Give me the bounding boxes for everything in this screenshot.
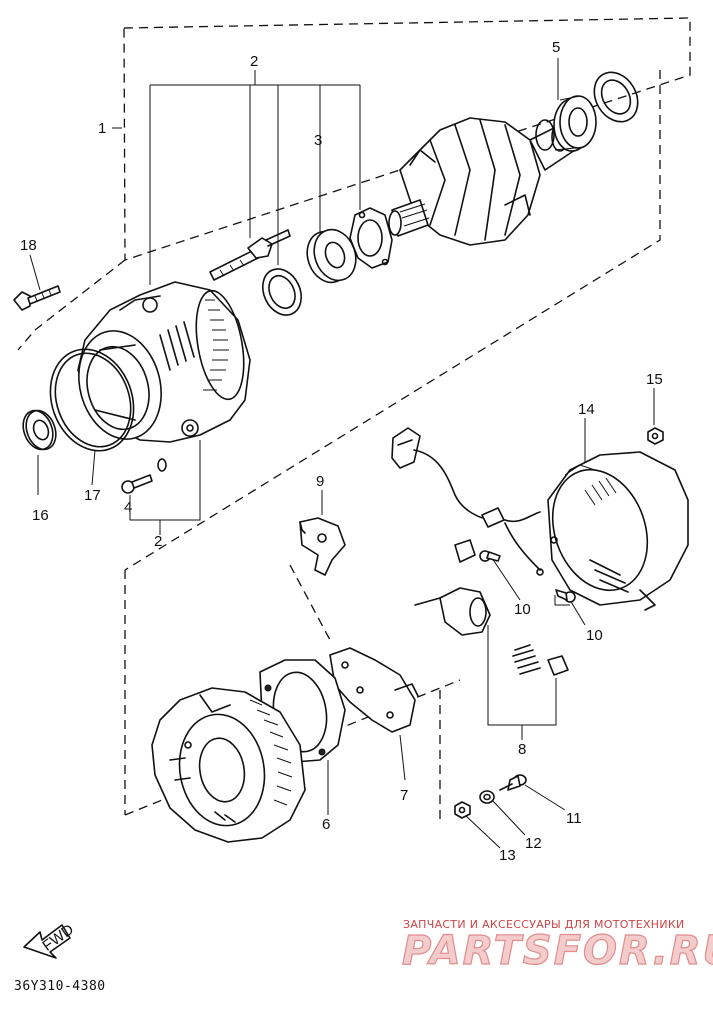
- callout-10-b: 10: [586, 627, 603, 644]
- callout-13: 13: [499, 847, 516, 864]
- callout-16: 16: [32, 507, 49, 524]
- washer-part-12: [479, 790, 495, 804]
- rear-housing: [151, 687, 306, 843]
- callout-8: 8: [518, 741, 526, 758]
- bolt-part-18: [13, 285, 61, 311]
- screw-part-11: [499, 774, 527, 791]
- callout-5: 5: [552, 39, 560, 56]
- screw-part-10-b: [555, 589, 576, 603]
- oil-seal-top: [593, 71, 639, 123]
- callout-1: 1: [98, 120, 106, 137]
- watermark: ЗАПЧАСТИ И АКСЕССУАРЫ ДЛЯ МОТОТЕХНИКИ PA…: [401, 918, 713, 975]
- upper-assembly-outline: [17, 17, 691, 571]
- callout-2-bottom: 2: [154, 533, 162, 550]
- wire-harness: [391, 427, 544, 576]
- rectifier-part-7: [329, 647, 419, 733]
- front-housing: [77, 281, 251, 443]
- rotor-assembly: [388, 95, 597, 246]
- callout-18: 18: [20, 237, 37, 254]
- screw-part-10-a: [479, 550, 501, 562]
- watermark-brand: PARTSFOR.RU: [402, 928, 713, 974]
- brush-holder: [414, 539, 491, 636]
- callout-6: 6: [322, 816, 330, 833]
- through-bolt: [209, 229, 291, 281]
- watermark-tagline: ЗАПЧАСТИ И АКСЕССУАРЫ ДЛЯ МОТОТЕХНИКИ: [403, 918, 685, 931]
- brush-spring-part-8: [512, 644, 569, 676]
- callout-10-a: 10: [514, 601, 531, 618]
- callout-4: 4: [124, 499, 132, 516]
- oil-seal-part-16: [22, 409, 57, 451]
- bracket-part-9: [299, 517, 346, 576]
- callout-9: 9: [316, 473, 324, 490]
- callout-11: 11: [566, 810, 582, 827]
- callout-2-top: 2: [250, 53, 258, 70]
- screw-part-4: [121, 458, 167, 494]
- nut-part-15: [647, 427, 664, 445]
- callout-7: 7: [400, 787, 408, 804]
- callout-3: 3: [314, 132, 322, 149]
- bearing-part-3: [306, 228, 357, 284]
- o-ring-part-17: [49, 348, 135, 452]
- callout-14: 14: [578, 401, 595, 418]
- leader-lines: [29, 58, 655, 849]
- callout-labels: 1 2 3 5 18 16 17 4 2 9 14 15 10 10 8 7 6…: [20, 39, 663, 864]
- spacer-ring: [261, 268, 303, 316]
- callout-17: 17: [84, 487, 101, 504]
- fwd-label: FWD: [39, 921, 77, 955]
- callout-15: 15: [646, 371, 663, 388]
- fwd-arrow-icon: FWD: [23, 921, 77, 959]
- rear-cover-part-14: [547, 451, 689, 611]
- callout-12: 12: [525, 835, 542, 852]
- retainer-plate: [349, 207, 393, 269]
- part-code: 36Y310-4380: [14, 979, 106, 994]
- nut-part-13: [454, 801, 471, 819]
